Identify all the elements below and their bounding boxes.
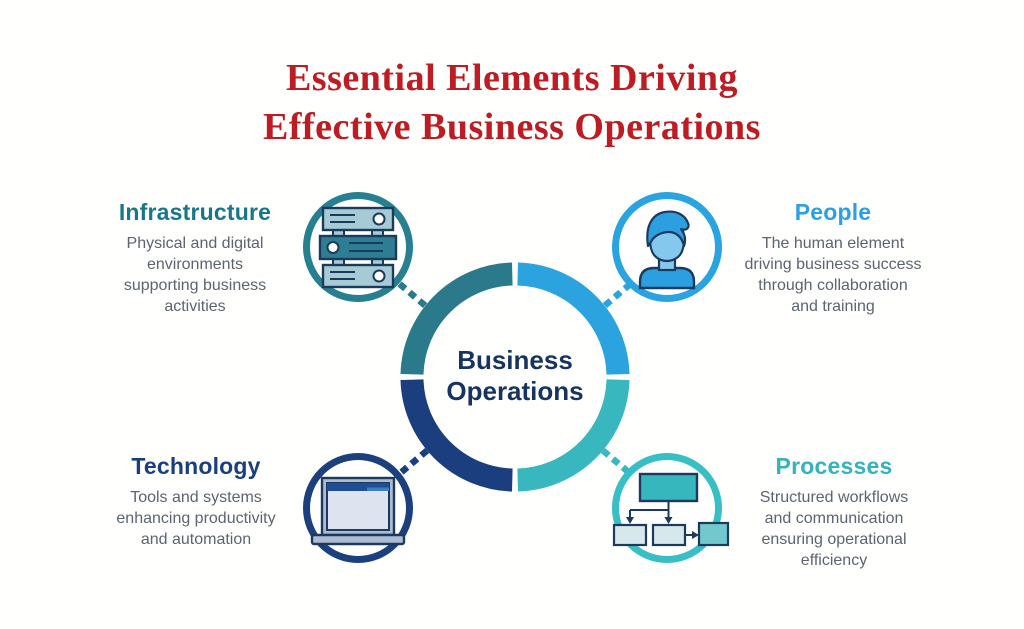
ring-segment-processes [517,379,630,492]
section-technology-description: Tools and systems enhancing productivity… [116,489,276,549]
connector-infrastructure [397,281,433,313]
section-processes: Processes Structured workflows and commu… [714,453,954,571]
section-people-label: People [794,199,872,225]
ring-segment-infrastructure [400,262,513,375]
ring-segment-technology [400,379,513,492]
ring-segment-people [517,262,630,375]
section-people-description: The human element driving business succe… [744,235,922,316]
connector-people [597,281,633,313]
person-avatar-icon [612,192,722,302]
laptop-icon [303,453,413,563]
section-technology-label: Technology [131,453,261,479]
page-title: Essential Elements Driving Effective Bus… [263,57,761,148]
connector-processes [595,443,631,475]
section-infrastructure: Infrastructure Physical and digital envi… [75,199,315,317]
section-people: People The human element driving busines… [713,199,953,317]
connector-technology [399,443,435,475]
dotted-line [595,443,631,475]
section-infrastructure-description: Physical and digital environments suppor… [123,235,267,316]
business-operations-ring [400,262,630,492]
dotted-line [397,281,433,313]
section-processes-label: Processes [775,453,893,479]
server-stack-icon [303,192,413,302]
flowchart-icon [612,453,730,563]
ring-center-label: Business Operations [446,345,584,407]
dotted-line [399,443,435,475]
section-processes-description: Structured workflows and communication e… [759,489,909,570]
dotted-line [597,281,633,313]
section-technology: Technology Tools and systems enhancing p… [76,453,316,550]
section-infrastructure-label: Infrastructure [118,199,272,225]
